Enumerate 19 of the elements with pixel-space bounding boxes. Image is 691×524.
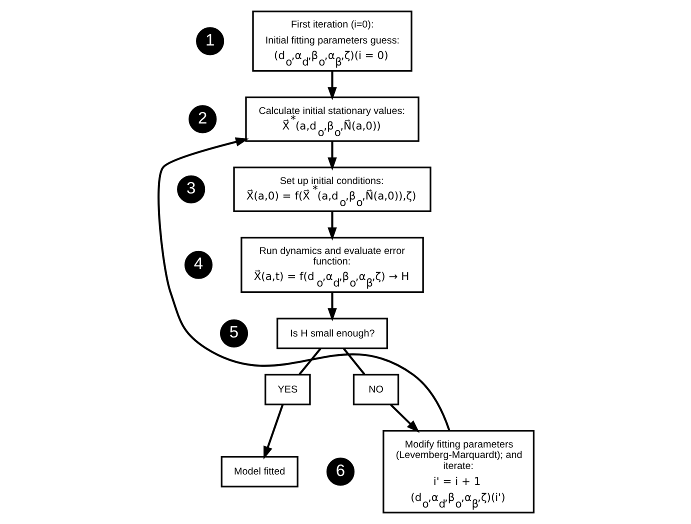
arrow bbox=[327, 292, 336, 322]
arrow bbox=[390, 404, 420, 433]
arrow bbox=[327, 212, 336, 241]
arrow bbox=[327, 141, 336, 171]
node-label: 3 bbox=[186, 179, 196, 198]
connector bbox=[342, 348, 365, 375]
arrow bbox=[157, 137, 450, 432]
arrow bbox=[263, 404, 284, 460]
node-label: 6 bbox=[335, 462, 345, 480]
node-label: 1 bbox=[204, 31, 214, 50]
node-box: Model fitted bbox=[220, 456, 298, 488]
node-box: YES bbox=[264, 374, 310, 406]
node-label: 2 bbox=[198, 109, 207, 128]
connector bbox=[298, 348, 321, 375]
node-label: 4 bbox=[193, 255, 203, 274]
node-label: 5 bbox=[228, 324, 238, 342]
node-box: NO bbox=[352, 374, 399, 406]
arrow bbox=[327, 71, 336, 100]
node-box: Is H small enough? bbox=[276, 318, 388, 350]
